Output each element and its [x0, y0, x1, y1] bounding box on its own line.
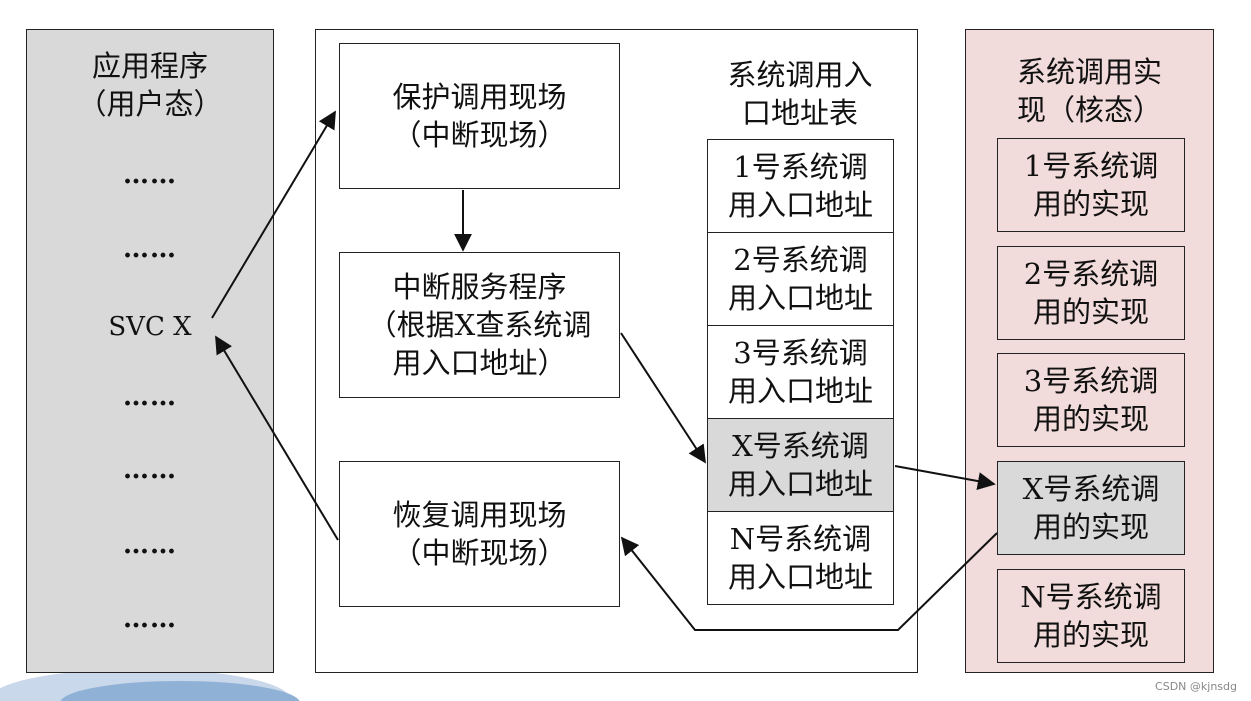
ellipsis-row: …… — [123, 234, 177, 264]
application-title: 应用程序 （用户态） — [77, 49, 223, 121]
entry-table-row-x: X号系统调 用入口地址 — [707, 418, 894, 512]
arrow-entry-x-to-impl — [894, 465, 996, 490]
protect-context-box: 保护调用现场 （中断现场） — [339, 43, 620, 189]
arrow-restore-to-svc — [215, 335, 339, 541]
kernel-title: 系统调用实 现（核态） — [1016, 55, 1162, 127]
entry-table-row-2: 2号系统调 用入口地址 — [707, 232, 894, 326]
ellipsis-row: …… — [123, 530, 177, 560]
implementation-x: X号系统调 用的实现 — [997, 461, 1185, 555]
ellipsis-row: …… — [123, 160, 177, 190]
implementation-3: 3号系统调 用的实现 — [997, 353, 1185, 447]
arrow-service-to-entry-x — [620, 332, 706, 464]
ellipsis-row: …… — [123, 455, 177, 485]
ellipsis-row: …… — [123, 382, 177, 412]
interrupt-service-box: 中断服务程序 （根据X查系统调 用入口地址） — [339, 252, 620, 398]
implementation-n: N号系统调 用的实现 — [997, 569, 1185, 663]
decorative-swoosh — [0, 669, 300, 701]
entry-table-title: 系统调用入 口地址表 — [727, 58, 873, 130]
arrow-svc-to-protect — [211, 110, 336, 319]
entry-table-row-3: 3号系统调 用入口地址 — [707, 325, 894, 419]
ellipsis-row: …… — [123, 604, 177, 634]
entry-table-row-1: 1号系统调 用入口地址 — [707, 139, 894, 233]
watermark: CSDN @kjnsdg — [1155, 680, 1237, 693]
kernel-panel — [965, 29, 1214, 673]
arrow-impl-to-restore — [620, 532, 998, 631]
implementation-2: 2号系统调 用的实现 — [997, 246, 1185, 340]
implementation-1: 1号系统调 用的实现 — [997, 138, 1185, 232]
svc-instruction: SVC X — [108, 312, 192, 342]
restore-context-box: 恢复调用现场 （中断现场） — [339, 461, 620, 607]
entry-table-row-n: N号系统调 用入口地址 — [707, 511, 894, 605]
application-panel — [26, 29, 274, 673]
